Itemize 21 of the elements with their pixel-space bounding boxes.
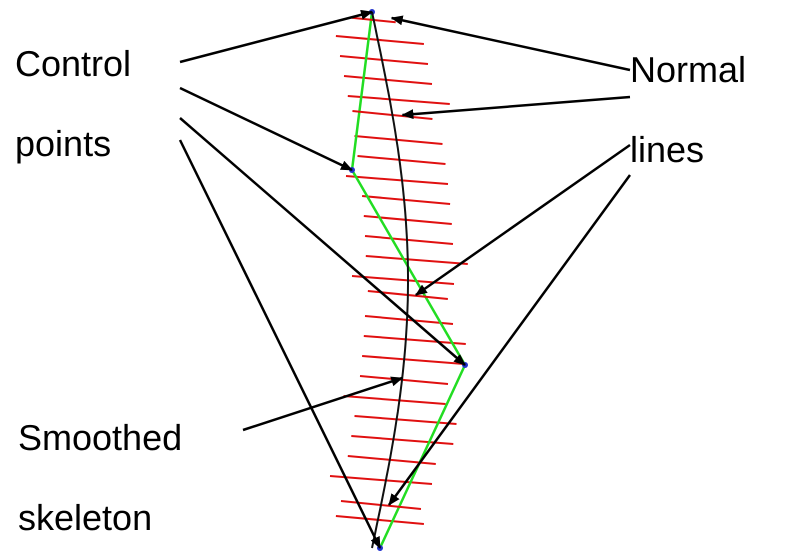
leader-arrow [180,10,373,64]
normal-line [340,500,422,510]
skeleton-curve [371,12,409,548]
leader-arrow [388,174,631,506]
callout-text: Normal lines [630,30,780,190]
normal-line [352,16,396,24]
callout-text: Control points [15,24,180,184]
callout-text: Smoothed skeleton [18,398,243,553]
control-point [462,362,468,368]
control-point [377,545,383,551]
control-point [349,167,355,173]
leader-arrow [242,376,404,432]
control-point [369,9,375,15]
normal-line [368,290,448,300]
normal-line [352,110,433,120]
leader-arrow [401,96,630,120]
leader-arrow [179,86,353,172]
leader-arrow [390,15,630,72]
leader-arrow [179,117,466,366]
leader-arrow [415,144,631,296]
leader-arrow [178,139,382,549]
